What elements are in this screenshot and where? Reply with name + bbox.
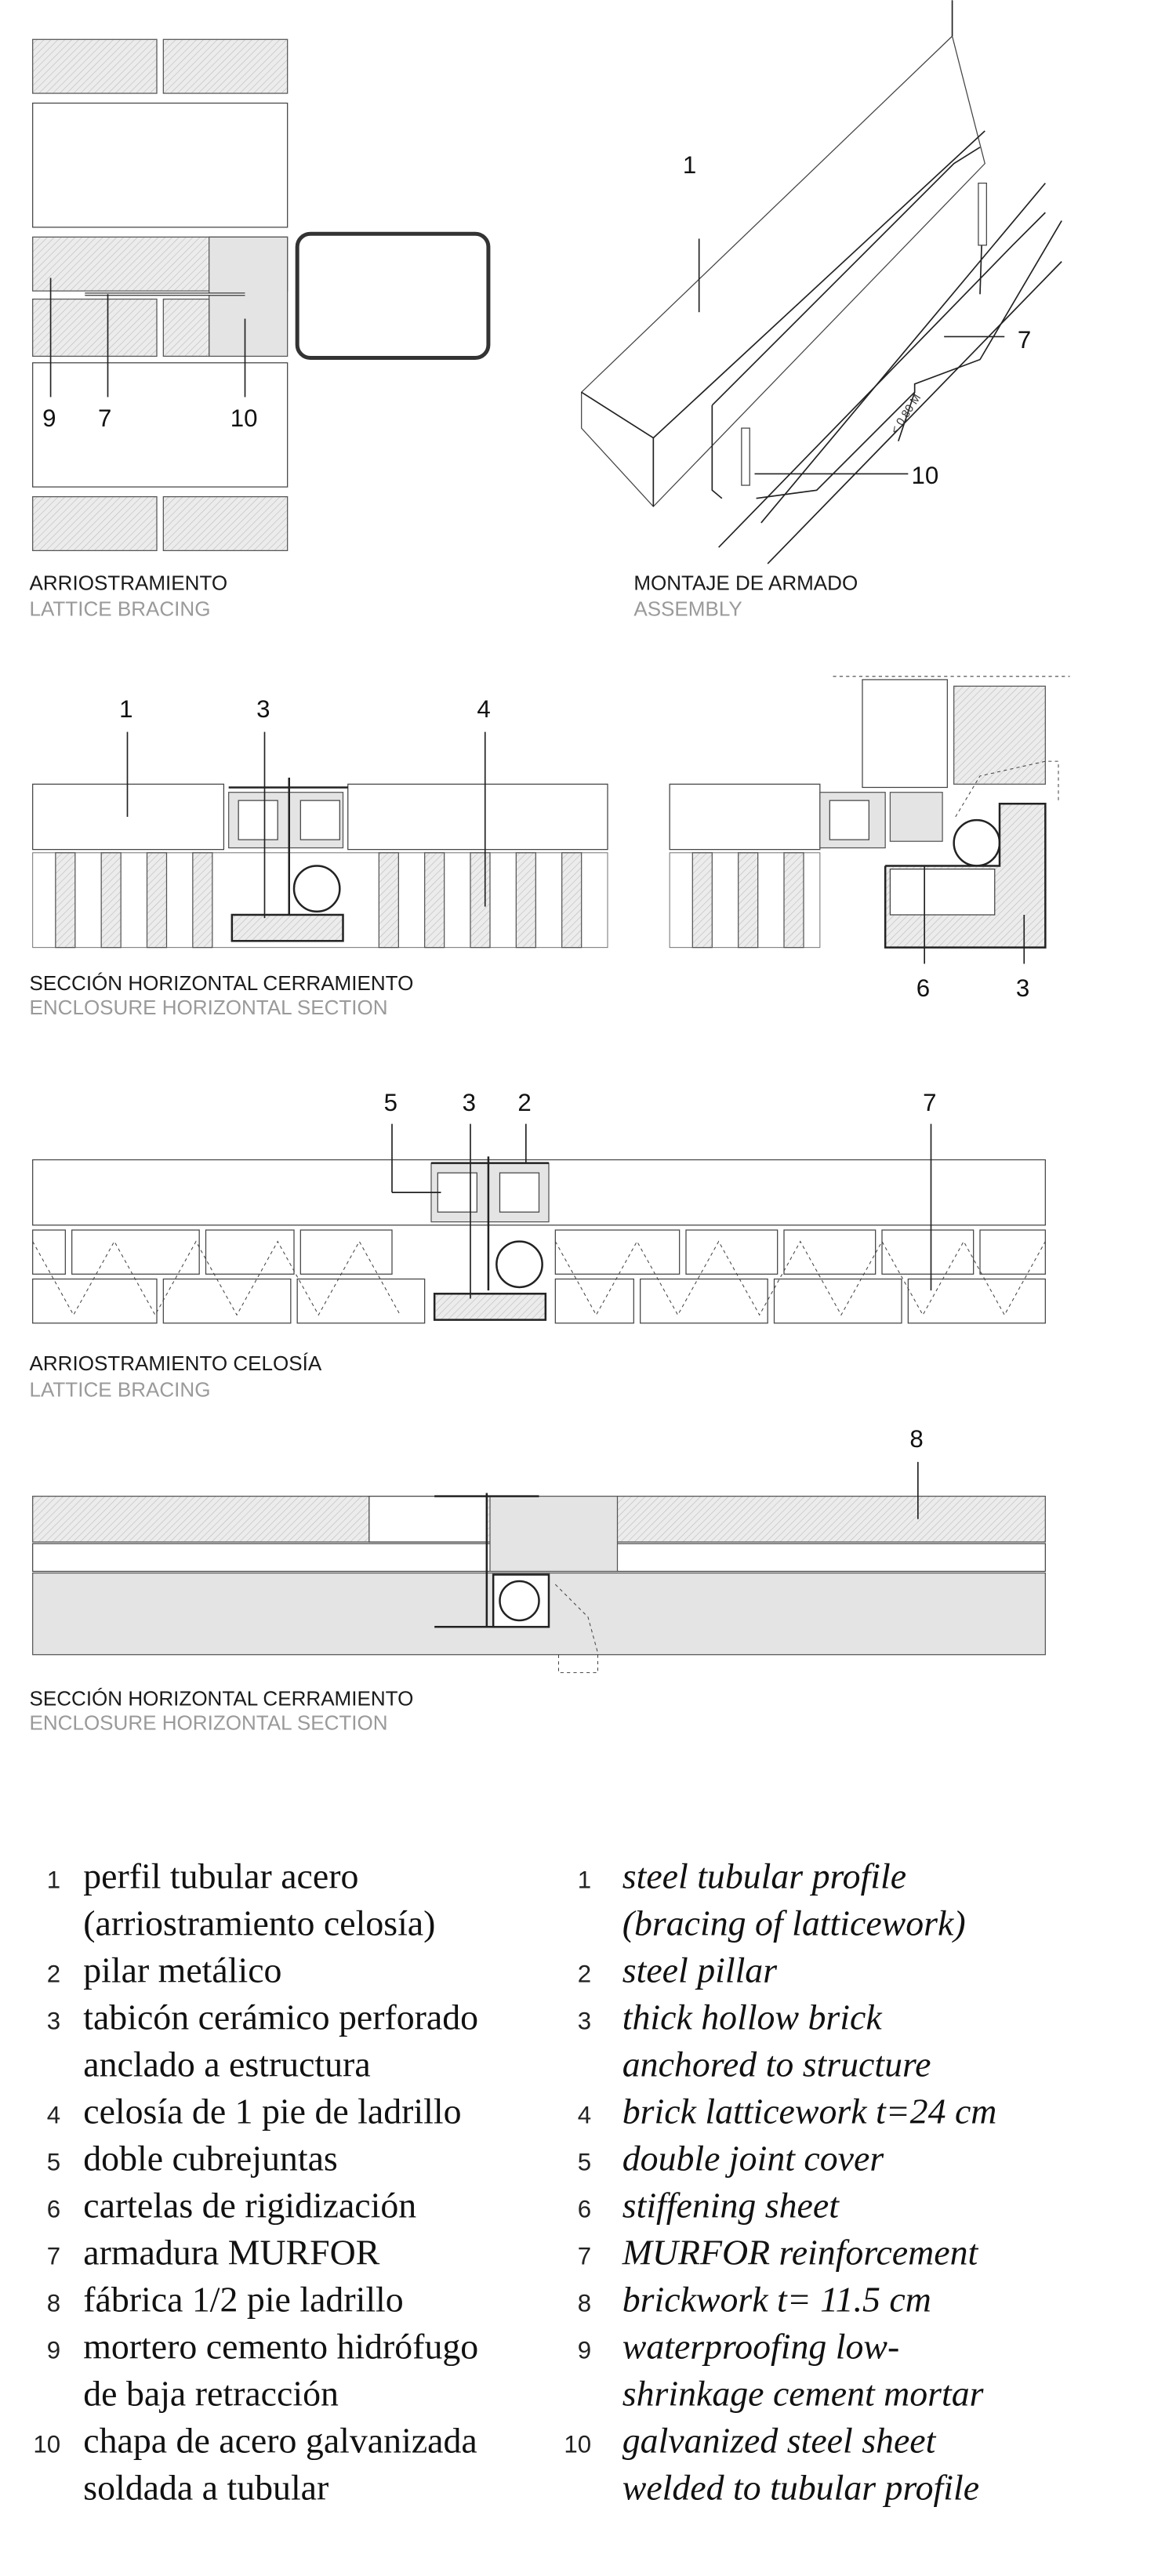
legend-text-es: fábrica 1/2 pie ladrillo xyxy=(83,2280,403,2320)
legend-text-en: welded to tubular profile xyxy=(622,2468,979,2508)
callout-6: 6 xyxy=(916,974,930,1002)
caption-es: SECCIÓN HORIZONTAL CERRAMIENTO xyxy=(30,1686,414,1710)
callout-7: 7 xyxy=(98,405,111,432)
legend-text-en: waterproofing low- xyxy=(622,2327,900,2367)
legend-text-en: steel tubular profile xyxy=(622,1856,906,1896)
legend-text-es: de baja retracción xyxy=(83,2374,339,2414)
legend-number-es: 1 xyxy=(47,1867,60,1894)
legend-number-en: 9 xyxy=(578,2337,591,2364)
callout-7: 7 xyxy=(923,1089,936,1116)
callout-4: 4 xyxy=(477,695,490,723)
legend-text-es: (arriostramiento celosía) xyxy=(83,1903,435,1943)
bracing-plan-drawing: 9 7 10 ARRIOSTRAMIENTO LATTICE BRACING xyxy=(30,38,491,621)
legend-number-en: 6 xyxy=(578,2196,591,2223)
caption-en: ASSEMBLY xyxy=(633,597,742,621)
legend-number-en: 4 xyxy=(578,2102,591,2129)
legend-text-en: stiffening sheet xyxy=(622,2186,840,2226)
caption-en: LATTICE BRACING xyxy=(30,597,211,621)
legend-number-es: 8 xyxy=(47,2290,60,2317)
callout-3: 3 xyxy=(256,695,270,723)
legend-number-en: 10 xyxy=(564,2431,591,2458)
legend-number-es: 5 xyxy=(47,2149,60,2176)
caption-es: ARRIOSTRAMIENTO xyxy=(30,571,228,594)
callout-1: 1 xyxy=(683,151,696,179)
caption-en: ENCLOSURE HORIZONTAL SECTION xyxy=(30,996,388,1019)
caption-en: LATTICE BRACING xyxy=(30,1378,211,1402)
legend-number-en: 5 xyxy=(578,2149,591,2176)
legend-text-en: brick latticework t=24 cm xyxy=(622,2092,997,2132)
legend-text-en: steel pillar xyxy=(622,1950,777,1990)
legend-text-en: (bracing of latticework) xyxy=(622,1903,966,1943)
legend-text-es: pilar metálico xyxy=(83,1950,281,1990)
legend-text-es: soldada a tubular xyxy=(83,2468,328,2508)
caption-en: ENCLOSURE HORIZONTAL SECTION xyxy=(30,1711,388,1735)
caption-es: ARRIOSTRAMIENTO CELOSÍA xyxy=(30,1351,322,1375)
callout-10: 10 xyxy=(912,462,939,489)
legend-number-en: 1 xyxy=(578,1867,591,1894)
legend-text-es: celosía de 1 pie de ladrillo xyxy=(83,2092,461,2132)
horizontal-section-2: 8 SECCIÓN HORIZONTAL CERRAMIENTO ENCLOSU… xyxy=(30,1425,1046,1735)
legend-text-en: galvanized steel sheet xyxy=(622,2421,937,2461)
caption-es: SECCIÓN HORIZONTAL CERRAMIENTO xyxy=(30,971,414,995)
legend-number-es: 2 xyxy=(47,1961,60,1988)
caption-es: MONTAJE DE ARMADO xyxy=(633,571,858,594)
legend-number-en: 8 xyxy=(578,2290,591,2317)
legend-number-es: 4 xyxy=(47,2102,60,2129)
legend-text-es: tabicón cerámico perforado xyxy=(83,1997,478,2037)
legend: 1 1 perfil tubular acero (arriostramiento c… xyxy=(33,1856,996,2508)
legend-number-en: 7 xyxy=(578,2243,591,2270)
callout-7: 7 xyxy=(1018,326,1031,354)
assembly-drawing: 1 7 10 < 0,80 M MONTAJE DE ARMADO ASSEMB… xyxy=(581,0,1062,621)
legend-number-es: 9 xyxy=(47,2337,60,2364)
legend-text-es: chapa de acero galvanizada xyxy=(83,2421,477,2461)
callout-3: 3 xyxy=(1016,974,1029,1002)
legend-text-en: double joint cover xyxy=(622,2139,884,2179)
legend-number-es: 10 xyxy=(33,2431,60,2458)
legend-text-es: armadura MURFOR xyxy=(83,2233,379,2273)
legend-text-es: perfil tubular acero xyxy=(83,1856,358,1896)
legend-number-es: 7 xyxy=(47,2243,60,2270)
legend-text-en: brickwork t= 11.5 cm xyxy=(622,2280,931,2320)
horizontal-section-1: 1 3 4 6 3 SECCIÓN HORIZONTAL CERRAMIENTO… xyxy=(30,676,1070,1019)
lattice-bracing-elevation: 5 3 2 7 ARRIOSTRAMIENTO CELOSÍA LATTICE … xyxy=(30,1089,1046,1402)
callout-5: 5 xyxy=(384,1089,397,1116)
callout-9: 9 xyxy=(42,405,56,432)
dimension-label: < 0,80 M xyxy=(889,392,924,437)
callout-8: 8 xyxy=(909,1425,923,1453)
legend-text-en: shrinkage cement mortar xyxy=(622,2374,984,2414)
legend-text-es: cartelas de rigidización xyxy=(83,2186,416,2226)
legend-number-en: 3 xyxy=(578,2008,591,2035)
legend-text-en: MURFOR reinforcement xyxy=(622,2233,979,2273)
legend-text-en: anchored to structure xyxy=(622,2044,931,2084)
legend-text-es: doble cubrejuntas xyxy=(83,2139,338,2179)
legend-number-es: 3 xyxy=(47,2008,60,2035)
legend-text-en: thick hollow brick xyxy=(622,1997,884,2037)
callout-10: 10 xyxy=(230,405,258,432)
callout-3: 3 xyxy=(463,1089,476,1116)
legend-text-es: anclado a estructura xyxy=(83,2044,370,2084)
legend-text-es: mortero cemento hidrófugo xyxy=(83,2327,478,2367)
legend-number-es: 6 xyxy=(47,2196,60,2223)
callout-1: 1 xyxy=(119,695,132,723)
callout-2: 2 xyxy=(517,1089,531,1116)
legend-number-en: 2 xyxy=(578,1961,591,1988)
